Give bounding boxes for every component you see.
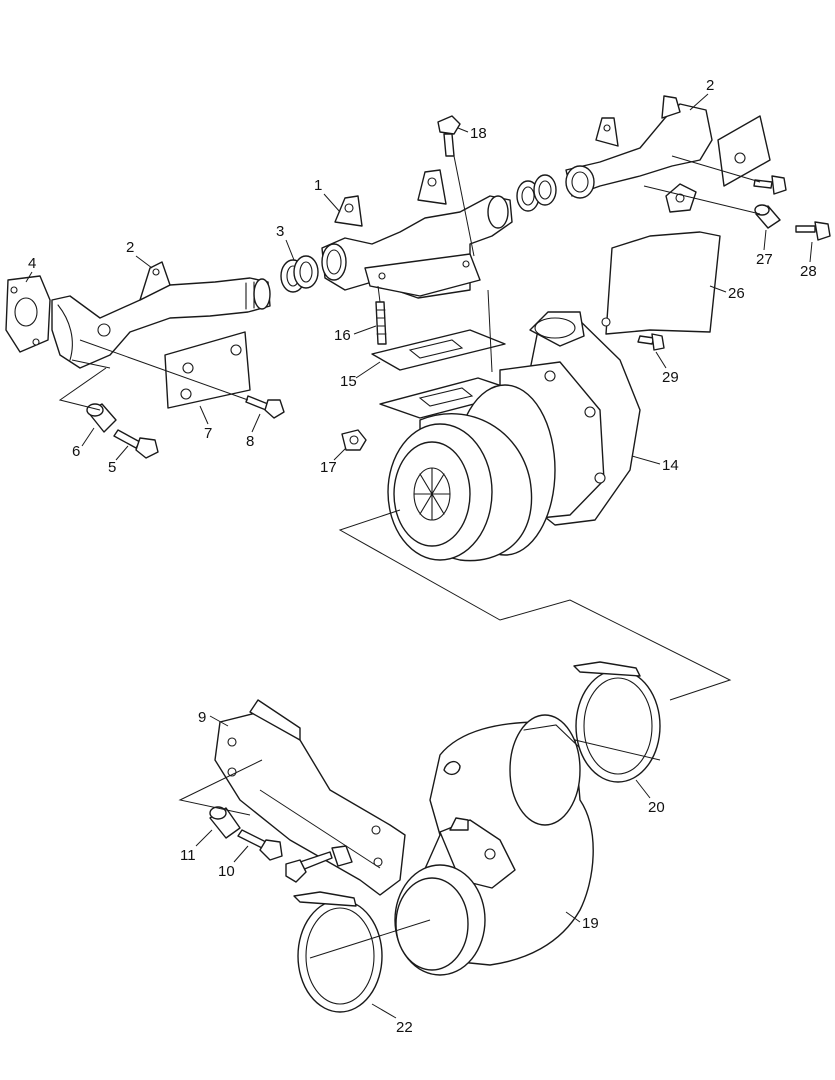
- callout-27: 27: [756, 251, 773, 268]
- callout-1: 1: [314, 177, 322, 194]
- part-14-turbocharger: [379, 311, 641, 562]
- callout-6: 6: [72, 443, 80, 460]
- part-15-flange-gasket: [371, 329, 506, 371]
- callout-3: 3: [276, 223, 284, 240]
- part-bolt-lower-mid: [285, 845, 353, 883]
- callout-22: 22: [396, 1019, 413, 1036]
- callout-4: 4: [28, 255, 36, 272]
- callout-20: 20: [648, 799, 665, 816]
- part-4-gasket: [5, 275, 51, 353]
- part-10-bolt: [237, 829, 283, 861]
- part-9-bracket: [214, 699, 406, 896]
- part-20-vband-clamp: [573, 661, 661, 783]
- callout-8: 8: [246, 433, 254, 450]
- part-16-stud: [375, 301, 387, 345]
- part-7-heat-shield: [164, 331, 251, 409]
- callout-28: 28: [800, 263, 817, 280]
- callout-29: 29: [662, 369, 679, 386]
- callout-9: 9: [198, 709, 206, 726]
- part-5-bolt: [113, 429, 159, 459]
- callout-10: 10: [218, 863, 235, 880]
- part-17-nut: [341, 429, 367, 451]
- callout-14: 14: [662, 457, 679, 474]
- leader-lines: [58, 155, 761, 959]
- callout-19: 19: [582, 915, 599, 932]
- callout-18: 18: [470, 125, 487, 142]
- part-right-gasket: [717, 115, 771, 187]
- part-8-bolt: [245, 395, 285, 419]
- part-22-vband-clamp: [293, 891, 383, 1013]
- callout-7: 7: [204, 425, 212, 442]
- part-2-manifold-left: [51, 261, 271, 369]
- callout-26: 26: [728, 285, 745, 302]
- callout-17: 17: [320, 459, 337, 476]
- part-26-heat-shield: [601, 183, 721, 335]
- part-2-manifold-right: [565, 95, 713, 199]
- part-3-seal-rings-right: [516, 174, 557, 212]
- part-27-spacer: [754, 204, 781, 229]
- callout-15: 15: [340, 373, 357, 390]
- callouts: 1 2 2 3 4 5 6 7 8 9 10 11 14 15 16 17 18: [25, 77, 817, 1036]
- callout-11: 11: [180, 847, 196, 864]
- callout-2-right: 2: [706, 77, 714, 94]
- callout-16: 16: [334, 327, 351, 344]
- part-1-center-manifold: [321, 169, 513, 299]
- part-3-seal-rings: [280, 255, 319, 293]
- part-19-outlet-elbow: [394, 714, 594, 976]
- part-bolt-right-upper: [753, 175, 787, 195]
- callout-5: 5: [108, 459, 116, 476]
- part-29-bolt: [637, 333, 665, 351]
- part-28-bolt: [795, 221, 831, 241]
- part-18-bolt: [437, 115, 461, 157]
- part-11-spacer: [209, 806, 241, 839]
- callout-2-left: 2: [126, 239, 134, 256]
- part-6-spacer: [86, 403, 117, 433]
